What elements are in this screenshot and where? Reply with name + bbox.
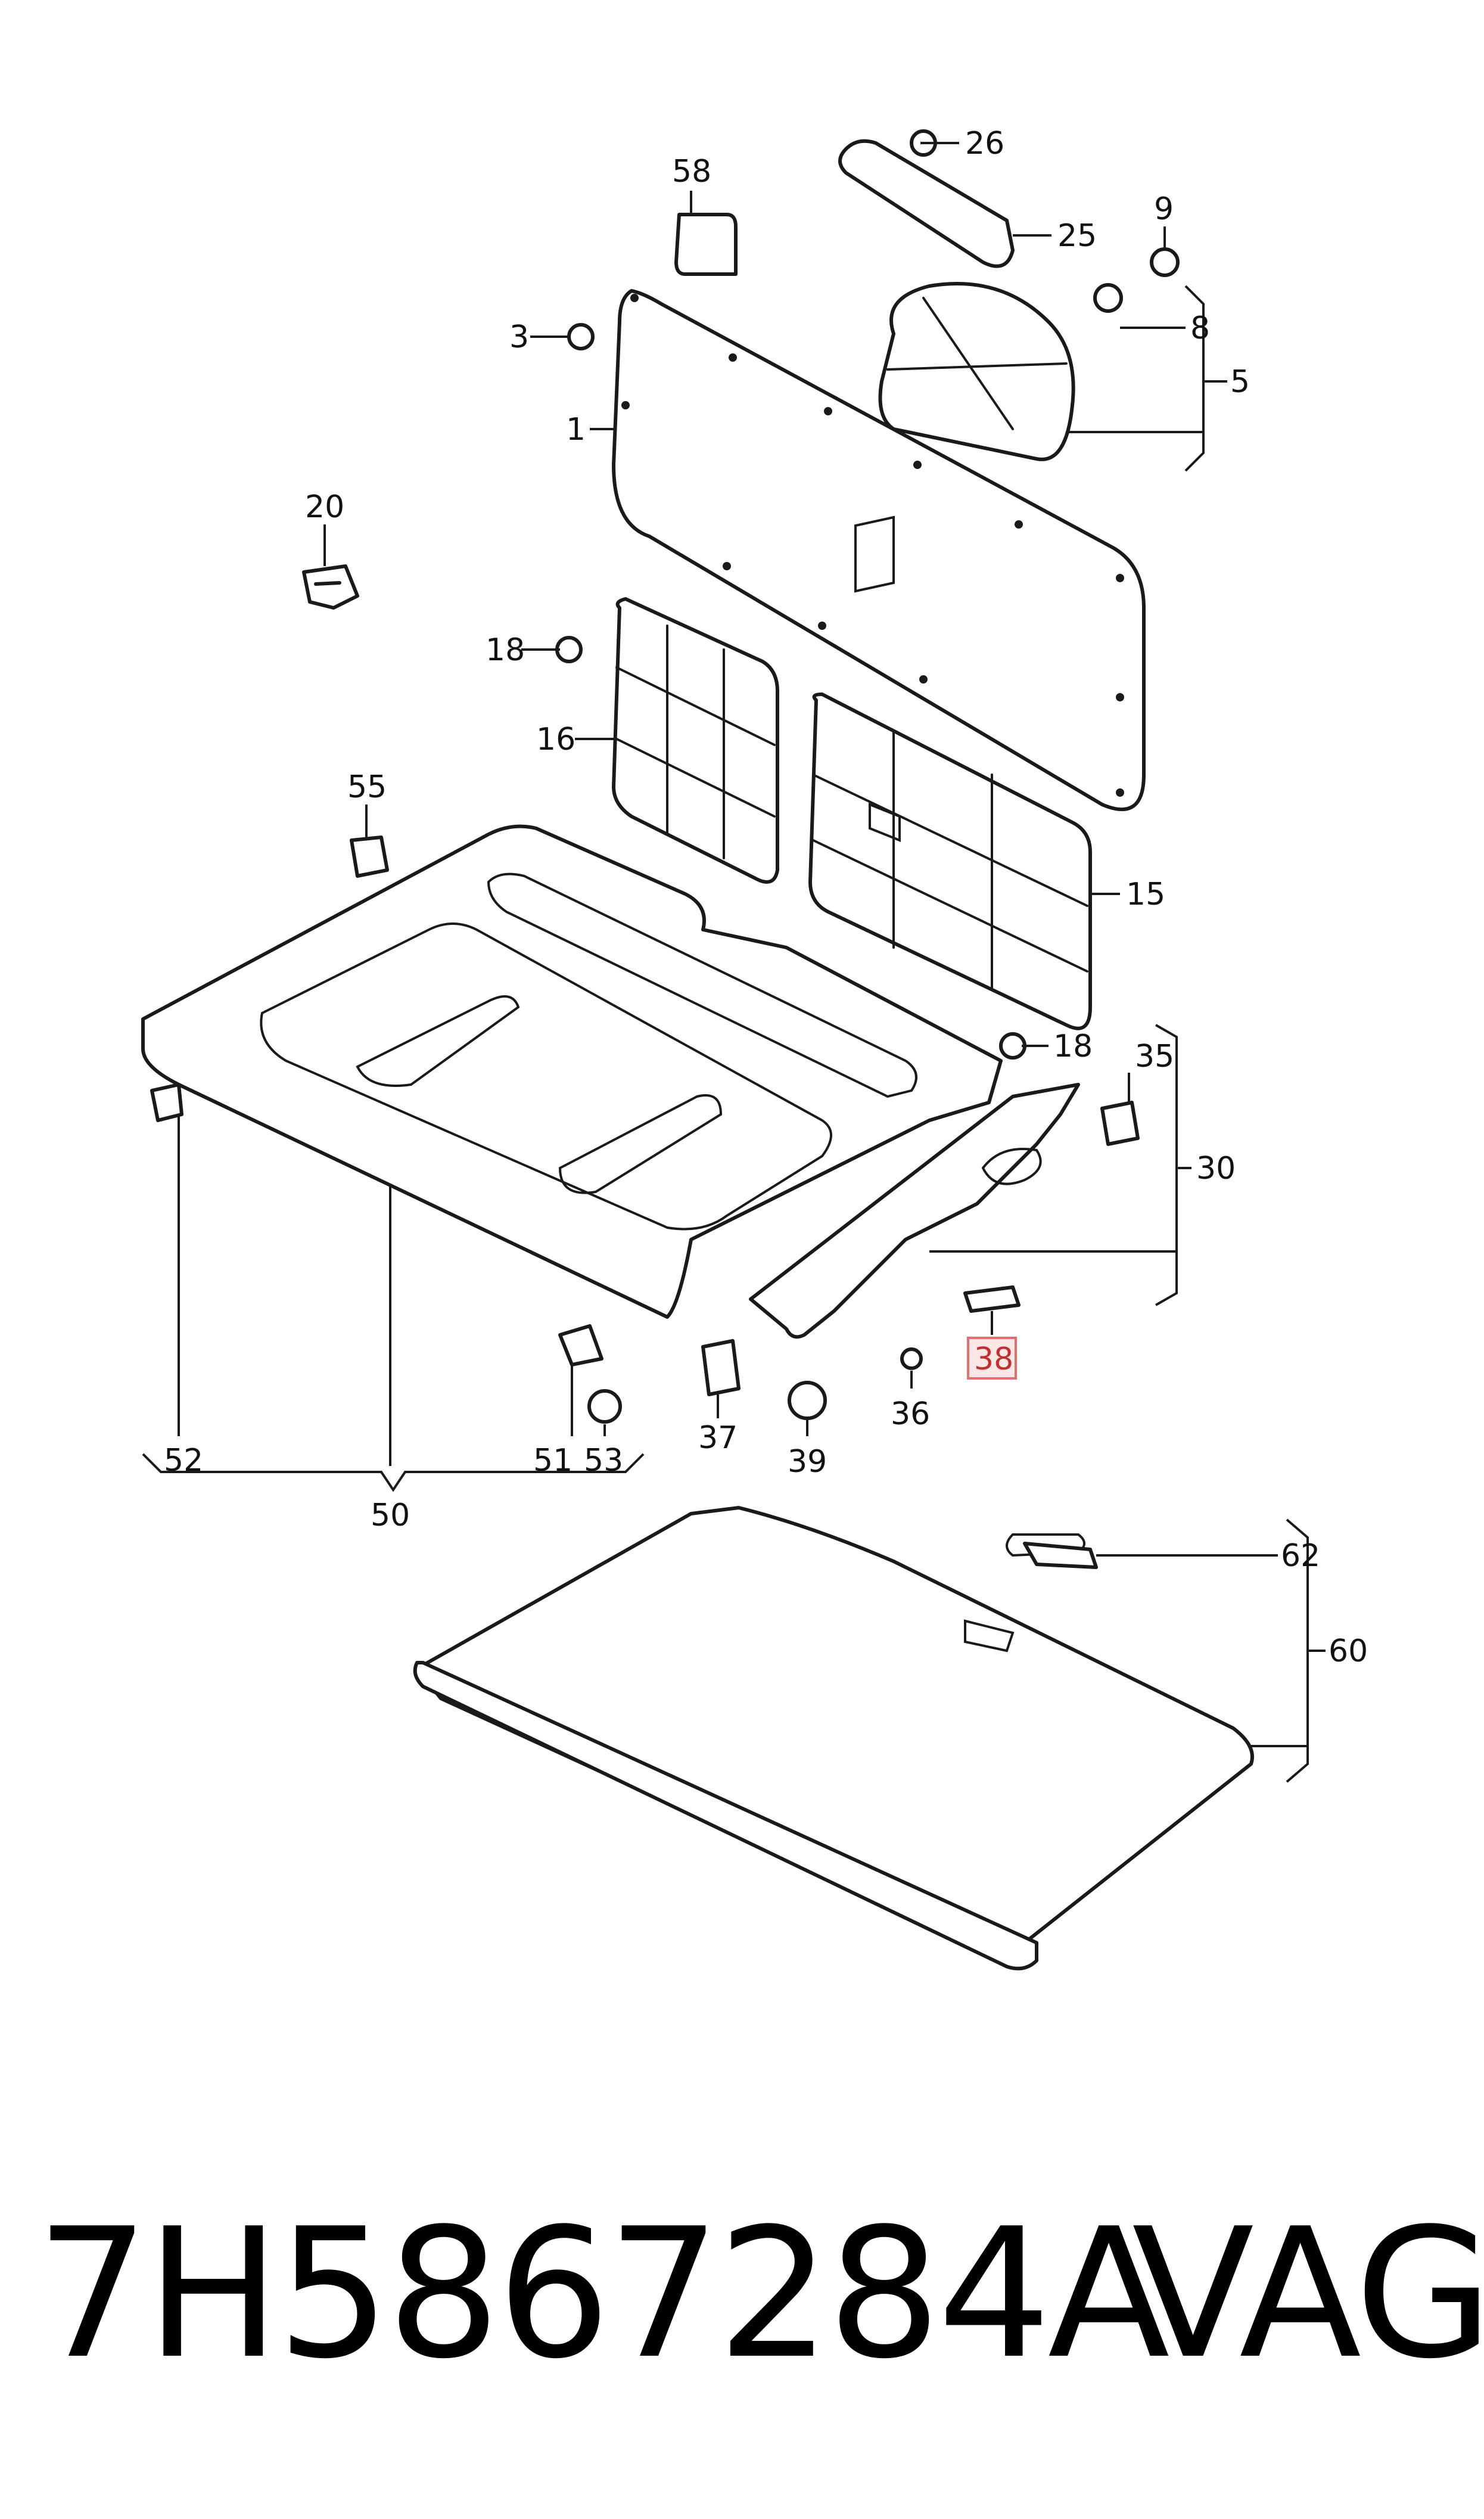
callout-39: 39: [788, 1444, 827, 1480]
part-37-clip: [701, 1339, 741, 1396]
callout-20: 20: [305, 489, 344, 525]
callout-60: 60: [1329, 1633, 1368, 1669]
callout-18-upper: 18: [486, 632, 525, 668]
part-15-large-mat: [808, 692, 1092, 1030]
callout-1: 1: [566, 412, 586, 448]
part-58-cap: [674, 213, 738, 276]
callout-labels: 26 25 58 9 8 5 3 1 20 18 16 15 18 55 35 …: [164, 126, 1368, 1669]
part-number-footer: 7H5867284A VAG: [0, 2181, 1484, 2431]
part-18-clip-lower: [999, 1032, 1026, 1060]
part-55-bracket: [350, 835, 389, 878]
callout-25: 25: [1057, 218, 1097, 254]
part-5-cushion: [878, 282, 1075, 461]
callout-37: 37: [698, 1420, 738, 1456]
callout-51: 51: [533, 1443, 573, 1479]
part-18-clip-upper: [555, 636, 583, 663]
callout-26: 26: [965, 126, 1004, 161]
part-1-upper-panel: [612, 289, 1146, 812]
callout-15: 15: [1126, 877, 1165, 912]
part-52-hook: [150, 1083, 183, 1122]
callout-9: 9: [1154, 191, 1174, 227]
callout-50: 50: [371, 1498, 410, 1533]
callout-38: 38: [974, 1341, 1013, 1377]
part-53-fastener: [587, 1389, 622, 1424]
part-9-nut: [1150, 247, 1180, 277]
callout-36: 36: [891, 1396, 930, 1432]
callout-16: 16: [536, 722, 575, 757]
part-35-fastener: [1100, 1101, 1140, 1146]
part-16-small-mat: [612, 597, 779, 884]
callout-52: 52: [164, 1443, 203, 1479]
callout-5: 5: [1230, 364, 1250, 400]
part-60-luggage-cover: [413, 1506, 1254, 1971]
callout-62: 62: [1281, 1538, 1320, 1574]
callout-55: 55: [347, 769, 387, 805]
brand-name: VAG: [1132, 2190, 1484, 2398]
part-20-clip: [302, 564, 359, 610]
part-30-side-trim: [749, 1083, 1080, 1339]
part-62-handle-insert: [1023, 1542, 1098, 1569]
part-39-grommet: [788, 1381, 827, 1420]
callout-18-lower: 18: [1053, 1029, 1093, 1064]
callout-53: 53: [584, 1443, 623, 1479]
part-8-screw: [1093, 283, 1123, 313]
callout-38-highlight-box: [967, 1337, 1017, 1380]
leader-lines: [142, 142, 1326, 1783]
callout-3: 3: [509, 319, 529, 355]
part-number: 7H5867284A: [36, 2190, 1170, 2398]
small-fasteners: [150, 129, 1180, 1424]
part-25-handle: [838, 139, 1015, 268]
part-50-parcel-shelf: [141, 824, 1003, 1319]
part-3-clip: [567, 323, 595, 350]
callout-8: 8: [1190, 310, 1210, 346]
callout-58: 58: [672, 154, 711, 190]
part-36-screw: [900, 1347, 923, 1370]
callout-30: 30: [1196, 1151, 1236, 1186]
parts-exploded-diagram: 26 25 58 9 8 5 3 1 20 18 16 15 18 55 35 …: [141, 126, 1368, 1971]
part-38-clip: [963, 1285, 1021, 1313]
part-51-clip: [558, 1324, 603, 1366]
callout-35: 35: [1135, 1039, 1174, 1074]
